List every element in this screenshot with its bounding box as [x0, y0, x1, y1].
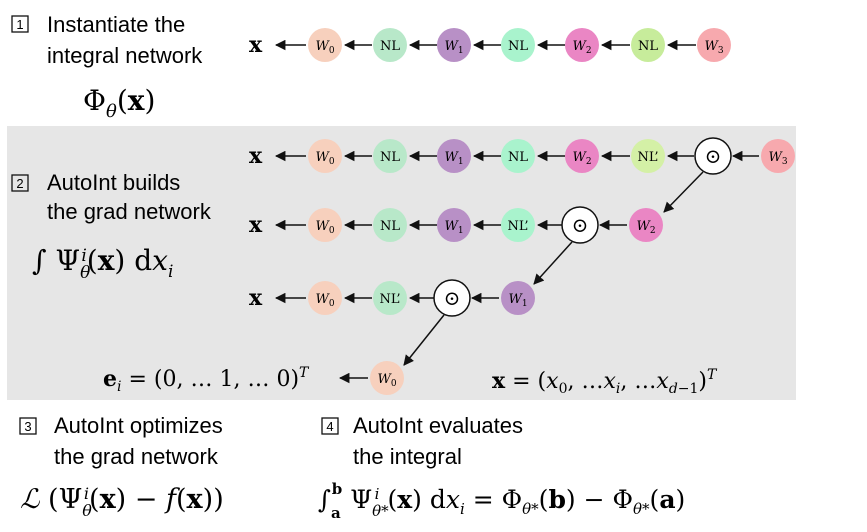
basis-vector-formula: ei = (0, … 1, … 0)T [103, 365, 310, 395]
step-3-badge-box [19, 417, 37, 435]
step-2: 2 AutoInt builds the grad network ∫ Ψθi(… [11, 170, 212, 283]
step-1-badge: 1 [16, 17, 23, 32]
node-w2 [629, 208, 663, 242]
node-nl-label: NL [508, 39, 528, 54]
output-x: x [249, 143, 263, 169]
node-nl-label: NL [508, 150, 528, 165]
integral-formula: ∫ Ψθi(x) dxi [32, 244, 173, 283]
node-nl-label: NL [638, 39, 658, 54]
node-nl-prime-label: NL’ [637, 150, 658, 165]
phi-formula: Φθ(x) [83, 84, 155, 122]
node-nl-prime [373, 281, 407, 315]
grad-row-b: x W0 NL W1 NL’ ⊙ W2 [249, 206, 663, 244]
step-3-badge: 3 [24, 419, 31, 434]
hadamard-symbol: ⊙ [444, 286, 461, 310]
step-4: 4 AutoInt evaluates the integral ∫ab Ψθ*… [318, 413, 685, 522]
hadamard-node [561, 206, 599, 244]
node-w3 [697, 28, 731, 62]
node-nl-label: NL [380, 219, 400, 234]
node-w0 [308, 208, 342, 242]
node-w1 [437, 28, 471, 62]
node-nl-label: NL [380, 39, 400, 54]
output-x: x [249, 32, 263, 58]
node-w2 [565, 139, 599, 173]
node-w0 [308, 281, 342, 315]
integral-network-row: x W0 NL W1 NL W2 NL W3 [249, 28, 731, 62]
node-nl-prime-label: NL’ [379, 292, 400, 307]
node-nl-label: NL [380, 150, 400, 165]
arrow [663, 171, 704, 213]
node-nl [373, 139, 407, 173]
step-3-line-2: the grad network [54, 444, 219, 469]
loss-formula: ℒ (Ψθi(x) − f(x)) [20, 484, 224, 520]
grad-row-basis: ei = (0, … 1, … 0)T W0 x = (x0, …xi, …xd… [103, 361, 718, 397]
arrow [403, 314, 445, 366]
step-3-line-1: AutoInt optimizes [54, 413, 223, 438]
node-w0 [308, 28, 342, 62]
hadamard-node [694, 137, 732, 175]
node-nl [501, 139, 535, 173]
step-4-line-2: the integral [353, 444, 462, 469]
output-x: x [249, 285, 263, 311]
arrow [533, 241, 573, 285]
evaluate-formula: ∫ab Ψθ*i(x) dxi = Φθ*(b) − Φθ*(a) [318, 480, 685, 522]
step-1-line-2: integral network [47, 43, 203, 68]
step-3: 3 AutoInt optimizes the grad network ℒ (… [19, 413, 224, 520]
step-2-badge: 2 [16, 176, 23, 191]
grad-row-c: x W0 NL’ ⊙ W1 [249, 279, 535, 317]
step-1: 1 Instantiate the integral network Φθ(x) [11, 12, 203, 122]
node-w1 [437, 139, 471, 173]
node-w2 [565, 28, 599, 62]
node-w0 [370, 361, 404, 395]
node-nl-prime-label: NL’ [507, 219, 528, 234]
grad-row-a: x W0 NL W1 NL W2 NL’ ⊙ W3 [249, 137, 795, 175]
node-w0 [308, 139, 342, 173]
step-2-line-2: the grad network [47, 199, 212, 224]
step-1-badge-box [11, 15, 29, 33]
hadamard-node [433, 279, 471, 317]
node-nl-prime [631, 139, 665, 173]
node-nl [373, 28, 407, 62]
step-2-line-1: AutoInt builds [47, 170, 180, 195]
hadamard-symbol: ⊙ [705, 144, 722, 168]
step-2-badge-box [11, 174, 29, 192]
step-4-badge-box [321, 417, 339, 435]
step-1-line-1: Instantiate the [47, 12, 185, 37]
node-nl [501, 28, 535, 62]
node-nl-prime [501, 208, 535, 242]
output-x: x [249, 212, 263, 238]
node-nl [631, 28, 665, 62]
step-4-badge: 4 [326, 419, 333, 434]
node-nl [373, 208, 407, 242]
node-w3 [761, 139, 795, 173]
hadamard-symbol: ⊙ [572, 213, 589, 237]
grad-network-panel [7, 126, 796, 400]
step-4-line-1: AutoInt evaluates [353, 413, 523, 438]
node-w1 [437, 208, 471, 242]
node-w1 [501, 281, 535, 315]
